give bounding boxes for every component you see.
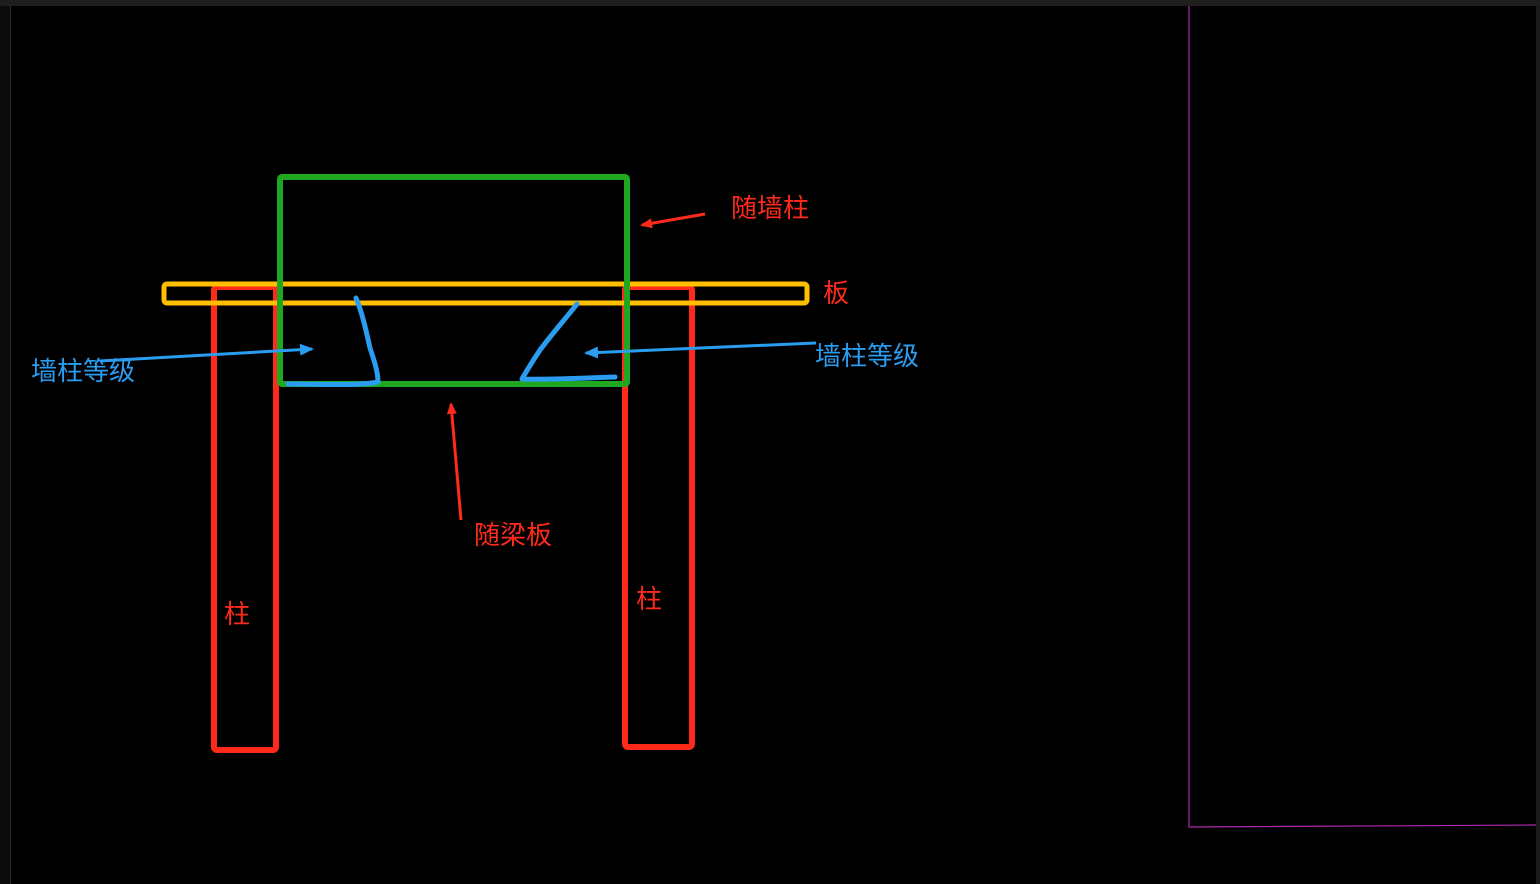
top-toolbar-strip — [0, 0, 1540, 6]
viewport-border — [1188, 6, 1537, 828]
arrow-to-wall-column — [640, 212, 706, 229]
left-panel-strip — [0, 6, 11, 884]
label-wall-column-grade-right: 墙柱等级 — [815, 342, 919, 372]
column-left — [211, 284, 279, 753]
label-beam-slab: 随梁板 — [474, 521, 552, 551]
wall-column-grade-stroke-right — [519, 301, 618, 382]
right-panel-strip — [1536, 6, 1540, 884]
arrow-to-grade-right — [584, 341, 817, 359]
label-column-right: 柱 — [636, 585, 662, 615]
column-right — [622, 284, 695, 750]
label-wall-column: 随墙柱 — [731, 194, 809, 224]
wall-column-box — [277, 174, 630, 387]
label-column-left: 柱 — [224, 600, 250, 630]
label-slab: 板 — [823, 279, 849, 309]
slab — [161, 281, 810, 306]
label-wall-column-grade-left: 墙柱等级 — [31, 357, 135, 387]
wall-column-grade-stroke-left — [285, 295, 381, 387]
arrow-to-beam-slab — [446, 402, 463, 521]
arrow-to-grade-left — [99, 343, 314, 363]
